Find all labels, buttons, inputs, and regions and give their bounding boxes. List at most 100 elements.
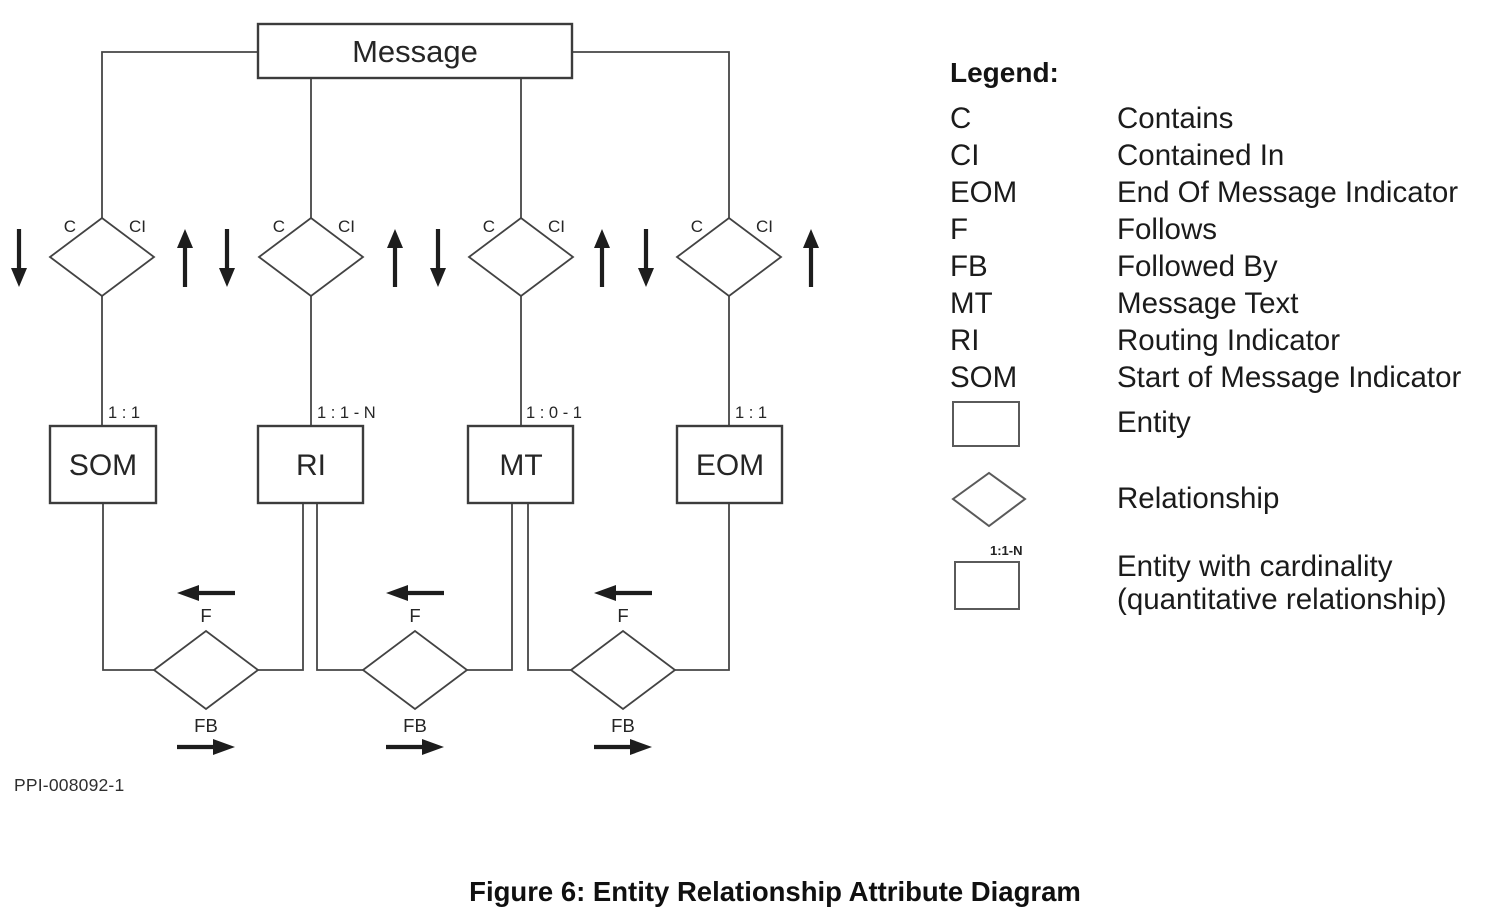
contains-arrow-down-icon: [11, 229, 27, 287]
contains-arrow-down-icon: [430, 229, 446, 287]
legend-row: MT Message Text: [950, 285, 1500, 322]
relationship-diamond: [569, 629, 677, 711]
followed-by-arrow-right-icon: [177, 739, 235, 755]
legend-meaning: Message Text: [1117, 287, 1299, 320]
legend-heading: Legend:: [950, 57, 1059, 88]
legend-abbr: MT: [950, 287, 993, 320]
legend-symbol-label: Relationship: [1117, 482, 1280, 515]
connector-line: [467, 503, 513, 671]
cardinality-label: 1 : 1: [108, 404, 140, 422]
relationship-diamond: [467, 216, 575, 298]
relationship-follows-som-ri: F FB: [152, 585, 260, 755]
follows-arrow-left-icon: [594, 585, 652, 601]
contains-label: C: [64, 217, 76, 236]
legend-meaning: Contains: [1117, 102, 1234, 135]
figure-caption: Figure 6: Entity Relationship Attribute …: [469, 876, 1081, 907]
entity-eom-label: EOM: [696, 449, 764, 482]
legend-row: FB Followed By: [950, 248, 1500, 285]
legend-row: CI Contained In: [950, 137, 1500, 174]
legend: Legend: C Contains CI Contained In EOM E…: [950, 56, 1500, 646]
contained-in-arrow-up-icon: [177, 229, 193, 287]
entity-symbol-icon: [952, 401, 1020, 447]
entity-ri-label: RI: [296, 449, 326, 482]
contained-in-label: CI: [756, 217, 773, 236]
contained-in-label: CI: [338, 217, 355, 236]
entity-with-cardinality-symbol-icon: [954, 561, 1020, 610]
entity-message-box: [256, 22, 574, 80]
connector-line: [316, 503, 363, 671]
relationship-follows-mt-eom: F FB: [569, 585, 677, 755]
relationship-follows-ri-mt: F FB: [361, 585, 469, 755]
relationship-diamond: [361, 629, 469, 711]
legend-abbr: C: [950, 102, 972, 135]
legend-meaning: Start of Message Indicator: [1117, 361, 1462, 394]
follows-label: F: [200, 605, 211, 626]
relationship-contains-ri: C CI 1 : 1 - N: [257, 216, 376, 422]
legend-symbol-label-line: Entity with cardinality: [1117, 550, 1393, 583]
connector-lines: [101, 51, 730, 671]
legend-abbr: RI: [950, 324, 980, 357]
legend-meaning: Follows: [1117, 213, 1217, 246]
legend-abbr: EOM: [950, 176, 1018, 209]
contains-arrow-down-icon: [219, 229, 235, 287]
legend-meaning: Routing Indicator: [1117, 324, 1341, 357]
connector-line: [101, 51, 258, 218]
entity-message-label: Message: [352, 34, 478, 69]
cardinality-example-label: 1:1-N: [990, 543, 1023, 558]
relationship-diamond: [675, 216, 783, 298]
follows-label: F: [617, 605, 628, 626]
entity-som-box: [48, 424, 158, 505]
contains-arrow-down-icon: [638, 229, 654, 287]
relationship-contains-som: C CI 1 : 1: [48, 216, 156, 422]
legend-meaning: Followed By: [1117, 250, 1278, 283]
legend-row: EOM End Of Message Indicator: [950, 174, 1500, 211]
contained-in-arrow-up-icon: [803, 229, 819, 287]
contained-in-arrow-up-icon: [387, 229, 403, 287]
contained-in-arrow-up-icon: [594, 229, 610, 287]
legend-abbr: FB: [950, 250, 988, 283]
cardinality-label: 1 : 0 - 1: [526, 404, 582, 422]
follows-label: F: [409, 605, 420, 626]
contains-label: C: [273, 217, 285, 236]
connector-line: [102, 503, 154, 671]
followed-by-arrow-right-icon: [594, 739, 652, 755]
contains-label: C: [483, 217, 495, 236]
cardinality-label: 1 : 1 - N: [317, 404, 376, 422]
relationship-contains-eom: C CI 1 : 1: [675, 216, 783, 422]
connector-line: [527, 503, 571, 671]
legend-row: F Follows: [950, 211, 1500, 248]
connector-line: [572, 51, 730, 218]
follows-arrow-left-icon: [177, 585, 235, 601]
followed-by-arrow-right-icon: [386, 739, 444, 755]
entity-ri-box: [256, 424, 365, 505]
legend-symbol-label: Entity with cardinality (quantitative re…: [1117, 550, 1447, 616]
connector-line: [675, 503, 730, 671]
legend-meaning: Contained In: [1117, 139, 1285, 172]
entity-eom: EOM: [675, 424, 784, 505]
legend-symbol-label-line: (quantitative relationship): [1117, 583, 1447, 616]
followed-by-label: FB: [403, 715, 427, 736]
entity-mt-label: MT: [499, 449, 542, 482]
contains-label: C: [691, 217, 703, 236]
legend-row: SOM Start of Message Indicator: [950, 359, 1500, 396]
contained-in-label: CI: [129, 217, 146, 236]
cardinality-label: 1 : 1: [735, 404, 767, 422]
entity-mt: MT: [466, 424, 575, 505]
relationship-diamond: [48, 216, 156, 298]
legend-row: C Contains: [950, 100, 1500, 137]
follows-arrow-left-icon: [386, 585, 444, 601]
legend-abbr: CI: [950, 139, 980, 172]
connector-line: [258, 503, 304, 671]
contained-in-label: CI: [548, 217, 565, 236]
relationship-diamond: [257, 216, 365, 298]
followed-by-label: FB: [611, 715, 635, 736]
followed-by-label: FB: [194, 715, 218, 736]
entity-eom-box: [675, 424, 784, 505]
relationship-symbol-icon: [951, 471, 1027, 528]
legend-abbr: F: [950, 213, 969, 246]
legend-meaning: End Of Message Indicator: [1117, 176, 1459, 209]
relationship-contains-mt: C CI 1 : 0 - 1: [467, 216, 582, 422]
relationship-diamond: [152, 629, 260, 711]
entity-som-label: SOM: [69, 449, 137, 482]
